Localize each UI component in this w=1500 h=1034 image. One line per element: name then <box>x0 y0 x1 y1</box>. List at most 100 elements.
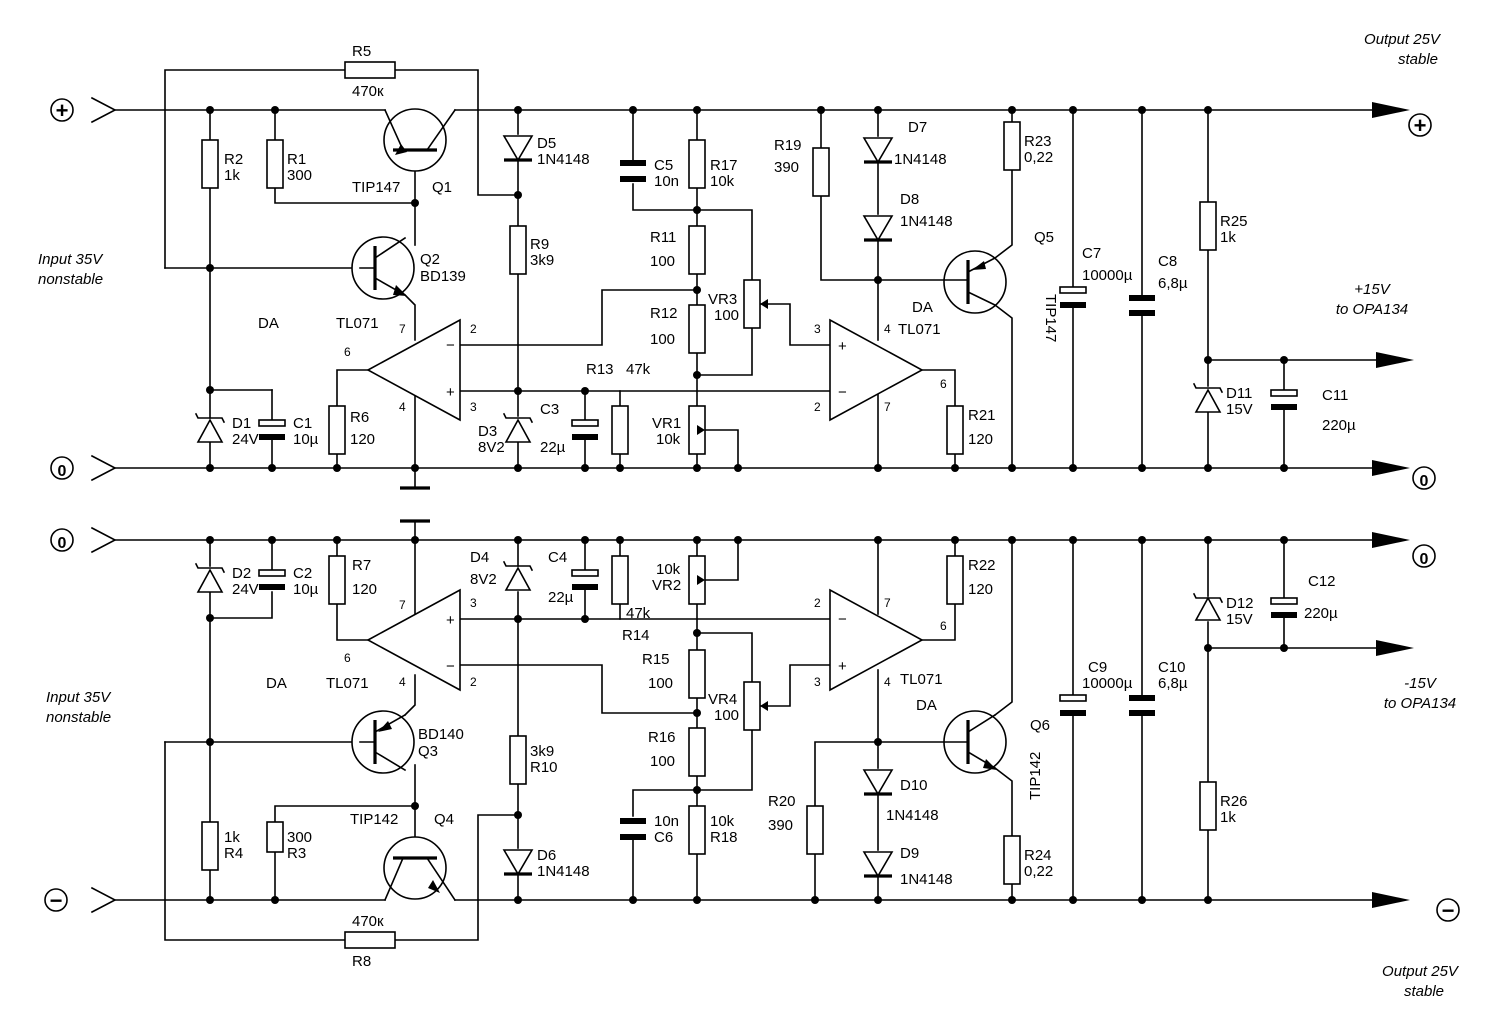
svg-text:R16: R16 <box>648 729 676 746</box>
svg-text:6: 6 <box>940 619 947 633</box>
svg-text:C2: C2 <box>293 565 312 582</box>
zener-d4: D4 8V2 <box>470 549 534 591</box>
zener-d1: D1 24V <box>194 412 259 448</box>
svg-text:1N4148: 1N4148 <box>900 213 953 230</box>
svg-text:24V: 24V <box>232 431 259 448</box>
resistor-r20: R20 390 <box>768 793 824 855</box>
diode-d5: D5 1N4148 <box>502 135 590 168</box>
minus15-note-2: to OPA134 <box>1384 695 1456 712</box>
diode-d7: D7 1N4148 <box>862 119 947 168</box>
terminal-output-plus: + <box>1408 113 1432 138</box>
svg-text:4: 4 <box>399 400 406 414</box>
svg-text:C7: C7 <box>1082 245 1101 262</box>
svg-text:3k9: 3k9 <box>530 743 554 760</box>
svg-text:15V: 15V <box>1226 401 1253 418</box>
transistor-q6: Q6 TIP142 <box>943 710 1050 800</box>
svg-text:R23: R23 <box>1024 133 1052 150</box>
svg-text:1N4148: 1N4148 <box>537 151 590 168</box>
resistor-r19: R19 390 <box>774 137 830 197</box>
output-note-top-2: stable <box>1398 51 1438 68</box>
svg-text:6: 6 <box>940 377 947 391</box>
svg-text:Q1: Q1 <box>432 179 452 196</box>
svg-text:R5: R5 <box>352 43 371 60</box>
svg-text:TIP142: TIP142 <box>350 811 398 828</box>
svg-text:470к: 470к <box>352 913 384 930</box>
svg-text:D12: D12 <box>1226 595 1254 612</box>
svg-text:TIP142: TIP142 <box>1027 752 1044 800</box>
svg-text:47k: 47k <box>626 605 651 622</box>
svg-text:0: 0 <box>58 463 67 480</box>
zener-d3: D3 8V2 <box>478 412 534 456</box>
svg-text:8V2: 8V2 <box>470 571 497 588</box>
minus-sign: − <box>446 658 455 675</box>
svg-text:100: 100 <box>650 753 675 770</box>
svg-text:300: 300 <box>287 167 312 184</box>
capacitor-c12: C12 220µ <box>1270 573 1338 622</box>
terminal-input-zero-bottom: 0 <box>50 528 74 552</box>
svg-text:6: 6 <box>344 651 351 665</box>
minus15-note-1: -15V <box>1404 675 1438 692</box>
input-note-bottom-2: nonstable <box>46 709 111 726</box>
zener-d12: D12 15V <box>1192 592 1254 628</box>
resistor-r24: R24 0,22 <box>1003 835 1053 885</box>
resistor-r15: R15 100 <box>642 649 706 699</box>
svg-text:390: 390 <box>774 159 799 176</box>
capacitor-c9: C9 10000µ <box>1059 659 1133 716</box>
svg-text:3: 3 <box>470 596 477 610</box>
svg-text:C12: C12 <box>1308 573 1336 590</box>
svg-text:3k9: 3k9 <box>530 252 554 269</box>
resistor-r10: 3k9 R10 <box>509 735 558 785</box>
resistor-r26: R26 1k <box>1199 781 1248 831</box>
minus-sign: − <box>838 611 847 628</box>
resistor-r3: 300 R3 <box>266 821 312 862</box>
svg-text:10000µ: 10000µ <box>1082 267 1133 284</box>
svg-text:1N4148: 1N4148 <box>894 151 947 168</box>
resistor-r5: R5 470к <box>344 43 396 100</box>
input-note-top-2: nonstable <box>38 271 103 288</box>
svg-text:100: 100 <box>650 331 675 348</box>
notes: Output 25V stable Input 35V nonstable +1… <box>38 31 1460 1000</box>
svg-text:10k: 10k <box>656 561 681 578</box>
svg-text:R22: R22 <box>968 557 996 574</box>
capacitor-c6: 10n C6 <box>620 813 679 846</box>
potentiometer-vr1: VR1 10k <box>652 405 706 455</box>
transistor-q2: Q2 BD139 <box>351 236 466 300</box>
resistor-r7: R7 120 <box>328 555 377 605</box>
svg-text:TL071: TL071 <box>900 671 943 688</box>
output-note-top-1: Output 25V <box>1364 31 1442 48</box>
resistor-r14: R14 47k <box>611 555 651 644</box>
svg-text:VR1: VR1 <box>652 415 681 432</box>
svg-text:Q5: Q5 <box>1034 229 1054 246</box>
svg-text:100: 100 <box>714 307 739 324</box>
svg-text:470к: 470к <box>352 83 384 100</box>
potentiometer-vr3: VR3 100 <box>708 279 768 329</box>
svg-text:220µ: 220µ <box>1322 417 1356 434</box>
svg-text:R9: R9 <box>530 236 549 253</box>
svg-text:R21: R21 <box>968 407 996 424</box>
svg-text:TIP147: TIP147 <box>352 179 400 196</box>
svg-text:0: 0 <box>1420 551 1429 568</box>
capacitor-c8: C8 6,8µ <box>1129 253 1188 316</box>
plus-sign: + <box>838 338 847 355</box>
plus-sign: + <box>446 612 455 629</box>
svg-text:C11: C11 <box>1322 387 1348 404</box>
terminal-input-zero-top: 0 <box>50 456 74 480</box>
transistor-q3: BD140 Q3 <box>351 710 464 774</box>
svg-text:R26: R26 <box>1220 793 1248 810</box>
svg-text:120: 120 <box>968 581 993 598</box>
svg-text:C5: C5 <box>654 157 673 174</box>
svg-text:4: 4 <box>884 675 891 689</box>
svg-text:300: 300 <box>287 829 312 846</box>
junctions <box>206 106 1288 904</box>
potentiometer-vr4: VR4 100 <box>708 681 768 731</box>
svg-text:7: 7 <box>884 400 891 414</box>
opamp-da1-bottom: + − DA TL071 7 3 6 2 4 <box>266 588 477 692</box>
svg-text:10n: 10n <box>654 813 679 830</box>
svg-text:DA: DA <box>912 299 933 316</box>
resistor-r2: R2 1k <box>201 139 243 189</box>
svg-text:1N4148: 1N4148 <box>900 871 953 888</box>
svg-text:D6: D6 <box>537 847 556 864</box>
svg-text:R19: R19 <box>774 137 802 154</box>
svg-text:7: 7 <box>399 322 406 336</box>
svg-text:R24: R24 <box>1024 847 1052 864</box>
